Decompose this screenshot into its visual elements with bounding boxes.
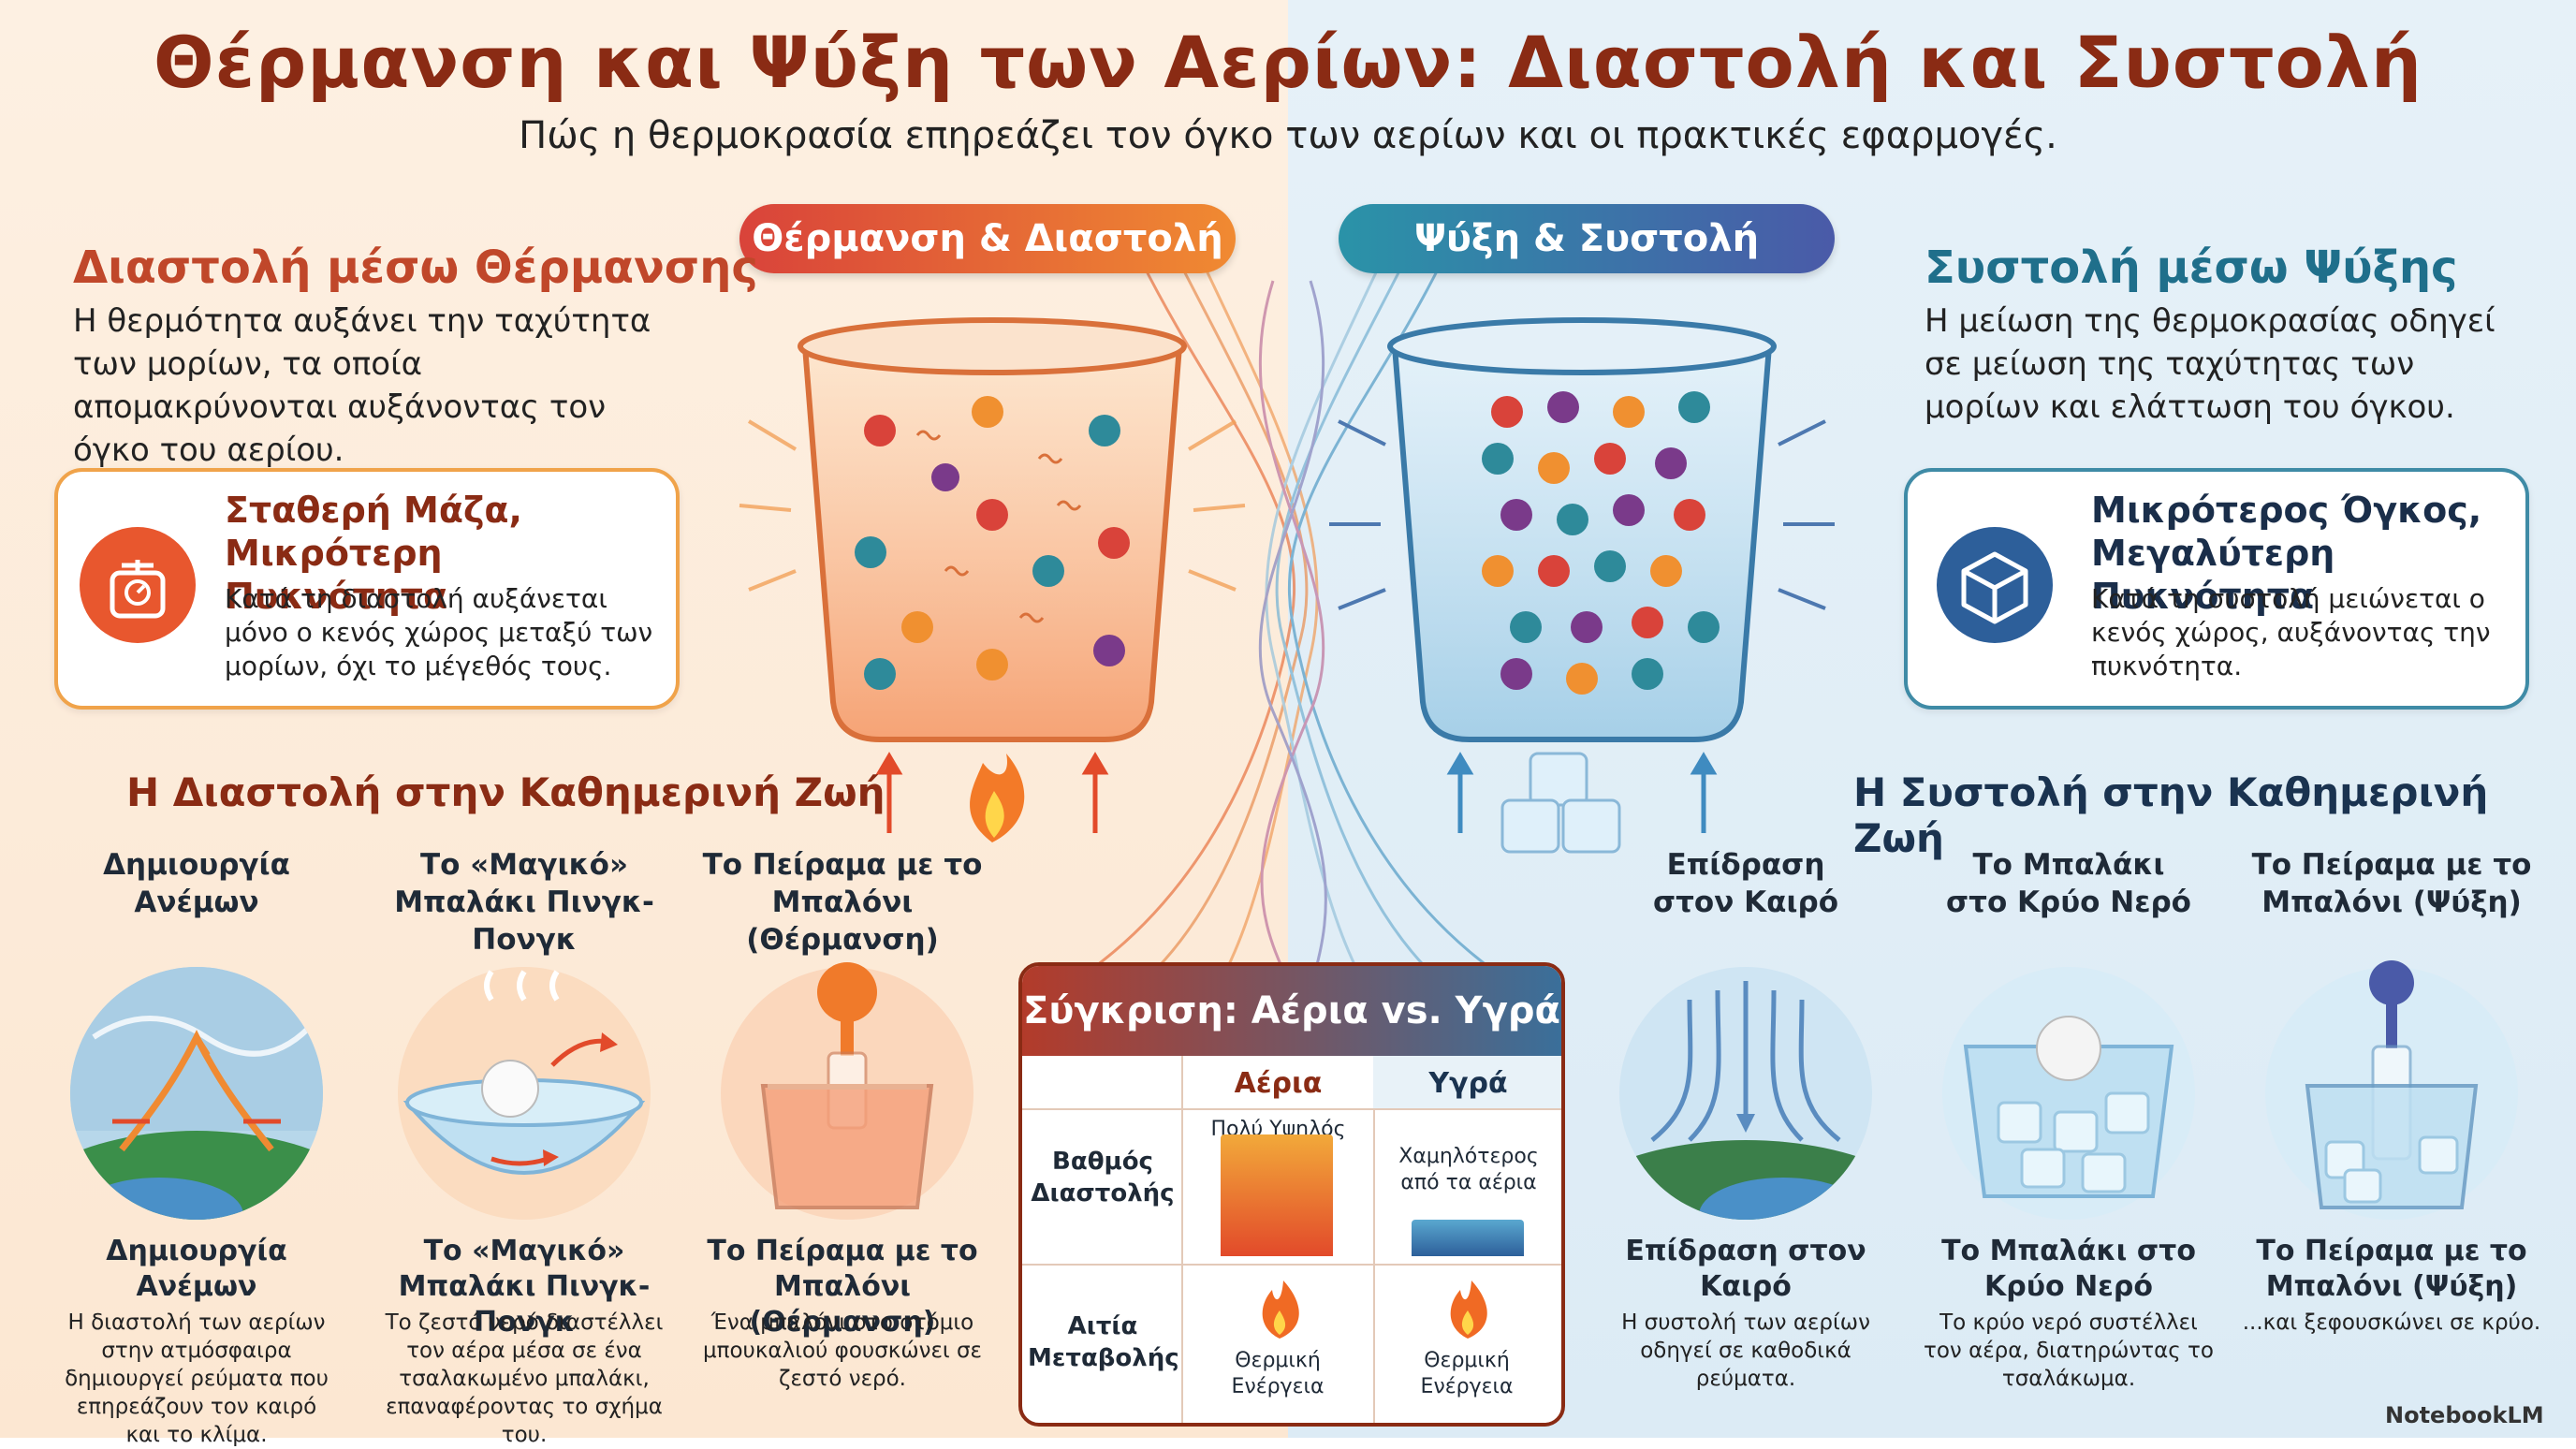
callout-left-title-2: Μικρότερη Πυκνότητα — [225, 533, 448, 617]
weather-effect-illustration — [1619, 967, 1872, 1220]
pingpong-hot-heading: Το «Μαγικό» Μπαλάκι Πινγκ-Πονγκ — [394, 848, 654, 957]
winds-caption: Δημιουργία Ανέμων — [106, 1235, 287, 1303]
callout-right-text: Κατά τη συστολή μειώνεται ο κενός χώρος,… — [2091, 583, 2491, 681]
contraction-daily-life-title: Η Συστολή στην Καθημερινή Ζωή — [1853, 769, 2489, 861]
contraction-section-text: Η μείωση της θερμοκρασίας οδηγεί σε μείω… — [1925, 302, 2496, 426]
balloon-cooled-illustration — [2265, 960, 2518, 1220]
column-liquids: Υγρά — [1428, 1067, 1508, 1100]
weather-caption: Επίδραση στον Καιρό — [1625, 1235, 1866, 1303]
expansion-section-title: Διαστολή μέσω Θέρμανσης — [73, 242, 758, 294]
contraction-section-title: Συστολή μέσω Ψύξης — [1925, 242, 2458, 294]
pingpong-cold-text: Το κρύο νερό συστέλλει τον αέρα, διατηρώ… — [1924, 1310, 2214, 1391]
wind-creation-illustration — [70, 967, 323, 1220]
winds-text: Η διαστολή των αερίων στην ατμόσφαιρα δη… — [65, 1310, 329, 1447]
pingpong-cold-caption: Το Μπαλάκι στο Κρύο Νερό — [1941, 1235, 2196, 1303]
callout-right-title-1: Μικρότερος Όγκος, — [2091, 490, 2482, 531]
row-expansion-degree-label: Βαθμός Διαστολής — [1031, 1148, 1175, 1208]
balloon-heated-illustration — [721, 962, 973, 1220]
callout-left-text: Κατά τη διαστολή αυξάνεται μόνο ο κενός … — [225, 583, 653, 681]
balloon-cool-text: ...και ξεφουσκώνει σε κρύο. — [2242, 1310, 2541, 1335]
heat-expansion-pill: Θέρμανση & Διαστολή — [739, 204, 1236, 273]
expansion-daily-life-title: Η Διαστολή στην Καθημερινή Ζωή — [126, 769, 886, 815]
gases-vs-liquids-comparison: Σύγκριση: Αέρια vs. Υγρά Αέρια Υγρά Βαθμ… — [1018, 962, 1565, 1427]
scale-icon — [80, 527, 196, 643]
gases-expansion-bar — [1221, 1134, 1333, 1256]
comparison-title: Σύγκριση: Αέρια vs. Υγρά — [1022, 966, 1561, 1056]
cooled-beaker-illustration — [1329, 317, 1835, 854]
balloon-heat-text: Ένα μπαλόνι στο στόμιο μπουκαλιού φουσκώ… — [703, 1310, 982, 1391]
pingpong-cold-water-illustration — [1942, 967, 2195, 1220]
callout-left-title-1: Σταθερή Μάζα, — [225, 490, 522, 531]
callout-right-title-2: Μεγαλύτερη Πυκνότητα — [2091, 533, 2335, 617]
heated-beaker-illustration — [739, 317, 1246, 842]
expansion-section-text: Η θερμότητα αυξάνει την ταχύτητα των μορ… — [73, 302, 651, 469]
pingpong-hot-caption: Το «Μαγικό» Μπαλάκι Πινγκ-Πονγκ — [398, 1235, 651, 1339]
intertwined-waves — [1085, 242, 1499, 988]
flame-icon — [1262, 1281, 1299, 1339]
page-title: Θέρμανση και Ψύξη των Αερίων: Διαστολή κ… — [153, 21, 2423, 104]
balloon-cool-caption: Το Πείραμα με το Μπαλόνι (Ψύξη) — [2256, 1235, 2527, 1303]
pingpong-hot-water-illustration — [398, 967, 651, 1220]
smaller-volume-callout: Μικρότερος Όγκος, Μεγαλύτερη Πυκνότητα Κ… — [1904, 468, 2529, 710]
cool-contraction-pill: Ψύξη & Συστολή — [1339, 204, 1835, 273]
cube-icon — [1937, 527, 2053, 643]
weather-heading: Επίδραση στον Καιρό — [1652, 848, 1839, 919]
weather-text: Η συστολή των αερίων οδηγεί σε καθοδικά … — [1621, 1310, 1870, 1391]
balloon-heat-caption: Το Πείραμα με το Μπαλόνι (Θέρμανση) — [707, 1235, 978, 1339]
notebooklm-logo: NotebookLM — [2385, 1402, 2544, 1428]
winds-heading: Δημιουργία Ανέμων — [103, 848, 290, 919]
balloon-heat-heading: Το Πείραμα με το Μπαλόνι (Θέρμανση) — [702, 848, 983, 957]
ice-cubes-icon — [1500, 752, 1621, 854]
constant-mass-callout: Σταθερή Μάζα, Μικρότερη Πυκνότητα Κατά τ… — [54, 468, 680, 710]
liquids-cause-value: Θερμική Ενέργεια — [1420, 1349, 1514, 1398]
page-subtitle: Πώς η θερμοκρασία επηρεάζει τον όγκο των… — [519, 114, 2057, 157]
liquids-expansion-bar — [1412, 1220, 1524, 1256]
column-gases: Αέρια — [1234, 1067, 1323, 1100]
pingpong-cold-heading: Το Μπαλάκι στο Κρύο Νερό — [1946, 848, 2191, 919]
row-cause-label: Αιτία Μεταβολής — [1028, 1312, 1179, 1372]
pingpong-hot-text: Το ζεστό νερό διαστέλλει τον αέρα μέσα σ… — [385, 1310, 664, 1447]
flame-icon — [1450, 1281, 1487, 1339]
gases-cause-value: Θερμική Ενέργεια — [1231, 1349, 1325, 1398]
balloon-cool-heading: Το Πείραμα με το Μπαλόνι (Ψύξη) — [2251, 848, 2532, 919]
liquids-expansion-value: Χαμηλότερος από τα αέρια — [1398, 1145, 1539, 1194]
